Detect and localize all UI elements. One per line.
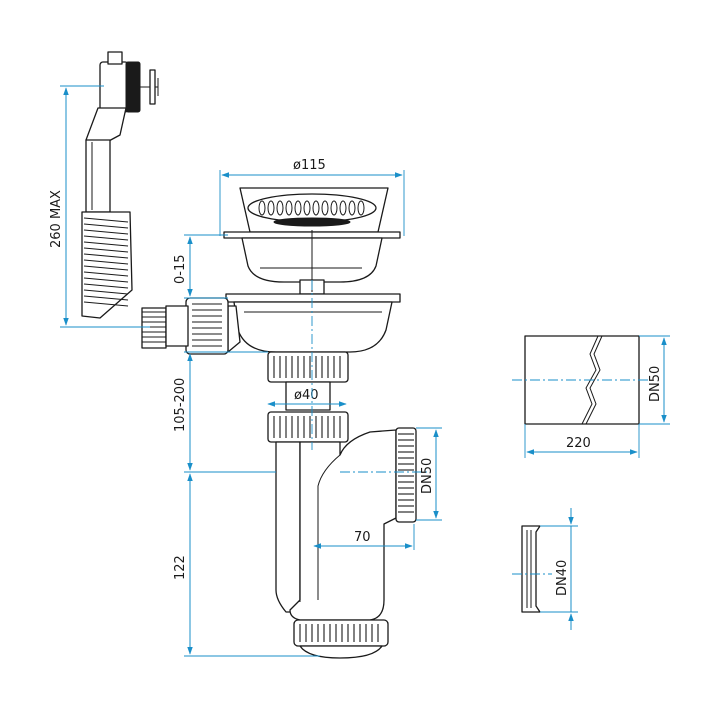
hose-rib [83,259,129,265]
dimension-label-trap-height: 122 [173,555,188,580]
dimension-strainer-diameter: ø115 [219,158,405,236]
hose-rib [83,295,129,301]
dimension-label-gasket-dn: DN40 [555,560,570,596]
dimension-label-overflow-height: 260 MAX [49,190,64,248]
strainer-hole [294,200,302,216]
strainer-hole [258,200,266,216]
hose-rib [83,223,129,229]
dimension-label-drain-offset: 0-15 [173,254,188,284]
dimension-label-pipe-length: 220 [566,436,591,451]
hose-rib [83,247,129,253]
hose-rib [83,265,129,271]
strainer-hole [303,200,311,216]
hose-rib [83,241,129,247]
strainer-hole [267,200,275,216]
strainer-hole [321,200,329,216]
dimension-drain-offset: 0-15 [173,234,228,299]
strainer-hole [276,200,284,216]
dimension-pipe-length: 220 [524,424,640,458]
dimension-overflow-height: 260 MAX [49,85,150,328]
dimension-nut-diameter: ø40 [267,388,347,407]
corrugated-hose [81,211,133,319]
hose-rib [83,301,129,307]
hose-rib [83,277,129,283]
hose-rib [83,271,129,277]
hose-rib [83,289,129,295]
strainer-hole [357,200,365,216]
drain-body [165,293,401,355]
hose-rib [83,217,129,223]
dimension-label-outlet-offset: 70 [354,530,371,545]
gasket [521,525,541,613]
dimension-adjust-range: 105-200 [173,351,276,473]
overflow-assembly [81,51,167,349]
dimension-label-pipe-dn: DN50 [648,366,663,402]
trap-body [267,411,417,659]
strainer-hole [330,200,338,216]
hose-rib [83,229,129,235]
dimension-trap-height: 122 [173,473,320,657]
strainer-hole [285,200,293,216]
dimension-outlet-offset: 70 [313,524,415,550]
dimension-outlet-dn: DN50 [416,427,442,521]
dimension-label-outlet-dn: DN50 [420,458,435,494]
dimension-label-nut-diameter: ø40 [294,388,319,403]
dimension-label-strainer-diameter: ø115 [293,158,326,173]
dimension-pipe-dn: DN50 [639,335,670,425]
hose-rib [83,253,129,259]
hose-rib [83,235,129,241]
dimension-gasket-dn: DN40 [540,508,578,630]
strainer-hole [339,200,347,216]
hose-rib [83,283,129,289]
dimension-label-adjust-range: 105-200 [173,378,188,432]
strainer-hole [348,200,356,216]
strainer-basket [223,187,401,295]
strainer-hole [312,200,320,216]
